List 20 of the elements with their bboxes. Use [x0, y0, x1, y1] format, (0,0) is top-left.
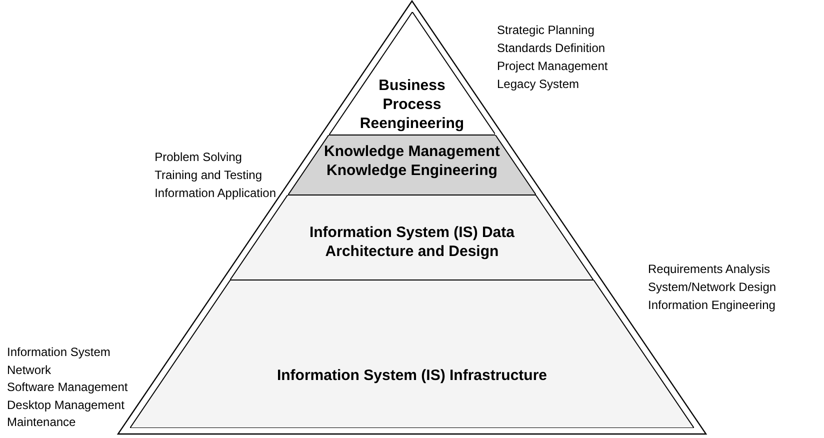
activity-label: Maintenance: [7, 414, 77, 431]
activity-label: Desktop Management: [7, 396, 126, 414]
activity-label: Problem Solving: [154, 149, 243, 166]
activity-label: Standards Definition: [497, 40, 606, 57]
activity-label: System/Network Design: [648, 279, 776, 296]
activity-label: Strategic Planning: [497, 22, 596, 39]
activity-label: Software Management: [7, 379, 128, 396]
band-title: Business Process Reengineering: [358, 76, 466, 133]
band-title: Knowledge Engineering: [326, 161, 498, 180]
activity-label: Training and Testing: [154, 167, 263, 184]
band-title: Information System (IS) Infrastructure: [276, 366, 548, 385]
activity-label: Information System: [7, 344, 112, 361]
band-title: Information System (IS) Data Architecture and Design: [308, 223, 516, 261]
activity-label: Legacy System: [497, 76, 580, 93]
activity-label: Information Application: [154, 185, 276, 202]
activity-label: Network: [7, 362, 52, 378]
band-title: Knowledge Management: [324, 142, 500, 161]
activity-label: Requirements Analysis: [648, 261, 772, 278]
activity-label: Project Management: [497, 58, 608, 75]
activity-label: Information Engineering: [648, 297, 776, 314]
